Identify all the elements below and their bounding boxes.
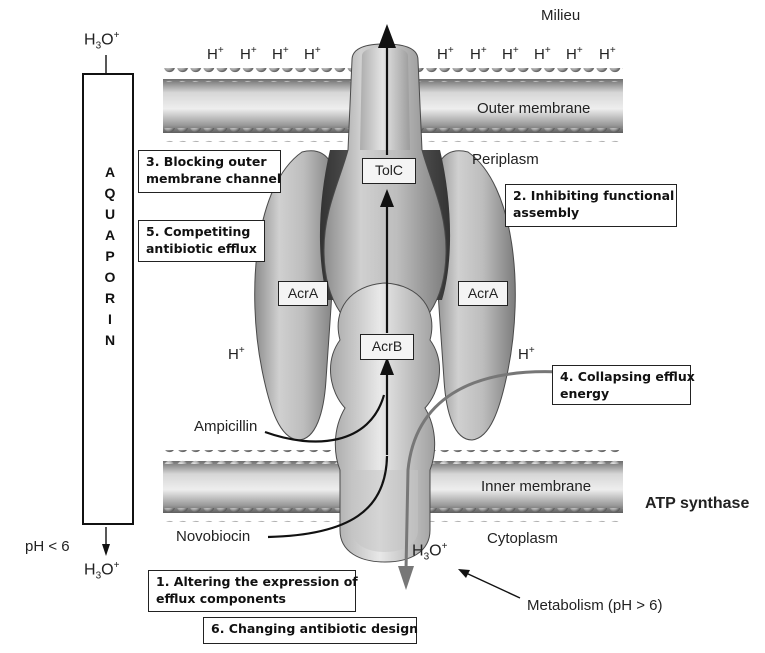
metabolism-label: Metabolism (pH > 6) <box>527 597 663 614</box>
h3o-top-left-label: H3O+ <box>84 30 120 52</box>
tolc-label: TolC <box>362 158 416 184</box>
novobiocin-label: Novobiocin <box>176 528 251 545</box>
h3o-bottom-left-label: H3O+ <box>84 560 120 582</box>
aquaporin-letter: Q <box>104 185 116 201</box>
strategy-4-line2: energy <box>560 386 610 401</box>
h-plus-label: H+ <box>518 345 535 363</box>
h-plus-label: H+ <box>207 45 224 63</box>
strategy-1-line1: 1. Altering the expression of <box>156 574 358 589</box>
ampicillin-path <box>264 394 386 443</box>
aquaporin-letter: P <box>105 248 115 264</box>
h-plus-label: H+ <box>534 45 551 63</box>
h-plus-label: H+ <box>470 45 487 63</box>
strategy-box-2: 2. Inhibiting functional assembly <box>505 184 677 227</box>
aquaporin-letter: U <box>104 206 116 222</box>
acra-right-label: AcrA <box>458 281 508 306</box>
h-plus-label: H+ <box>599 45 616 63</box>
aquaporin-letter: R <box>104 290 116 306</box>
atp-synthase-label: ATP synthase <box>645 495 750 512</box>
acra-left-label: AcrA <box>278 281 328 306</box>
strategy-box-3: 3. Blocking outer membrane channel <box>138 150 281 193</box>
strategy-6-line1: 6. Changing antibiotic design <box>211 621 419 636</box>
strategy-5-line2: antibiotic efflux <box>146 241 257 256</box>
ph-label: pH < 6 <box>25 538 70 555</box>
metabolism-arrow <box>458 569 521 599</box>
h-plus-label: H+ <box>566 45 583 63</box>
aquaporin-channel: A Q U A P O R I N <box>82 73 134 525</box>
h-plus-label: H+ <box>304 45 321 63</box>
aquaporin-letter: A <box>104 164 116 180</box>
h-plus-label: H+ <box>437 45 454 63</box>
strategy-1-line2: efflux components <box>156 591 286 606</box>
h-plus-label: H+ <box>272 45 289 63</box>
strategy-box-4: 4. Collapsing efflux energy <box>552 365 695 405</box>
strategy-2-line1: 2. Inhibiting functional <box>513 188 675 203</box>
ampicillin-label: Ampicillin <box>194 418 258 435</box>
aquaporin-arrows <box>102 55 110 556</box>
proton-flow-arrow <box>398 370 561 590</box>
strategy-5-line1: 5. Competiting <box>146 224 251 239</box>
strategy-4-line1: 4. Collapsing efflux <box>560 369 695 384</box>
h-plus-label: H+ <box>240 45 257 63</box>
aquaporin-letter: A <box>104 227 116 243</box>
aquaporin-letter: O <box>104 269 116 285</box>
strategy-box-5: 5. Competiting antibiotic efflux <box>138 220 265 262</box>
novobiocin-path <box>267 455 389 539</box>
strategy-2-line2: assembly <box>513 205 580 220</box>
periplasm-label: Periplasm <box>472 151 539 168</box>
h-plus-label: H+ <box>502 45 519 63</box>
inner-membrane-label: Inner membrane <box>481 478 592 495</box>
strategy-3-line1: 3. Blocking outer <box>146 154 267 169</box>
h-plus-label: H+ <box>228 345 245 363</box>
h3o-bottom-center-label: H3O+ <box>412 541 448 563</box>
acrb-label: AcrB <box>360 334 414 360</box>
cytoplasm-label: Cytoplasm <box>487 530 558 547</box>
outer-membrane-label: Outer membrane <box>477 100 591 117</box>
strategy-box-1: 1. Altering the expression of efflux com… <box>148 570 358 612</box>
efflux-arrow <box>378 24 396 455</box>
strategy-3-line2: membrane channel <box>146 171 282 186</box>
aquaporin-letter: I <box>108 311 112 327</box>
strategy-box-6: 6. Changing antibiotic design <box>203 617 419 644</box>
aquaporin-letter: N <box>104 332 116 348</box>
milieu-label: Milieu <box>541 7 581 24</box>
